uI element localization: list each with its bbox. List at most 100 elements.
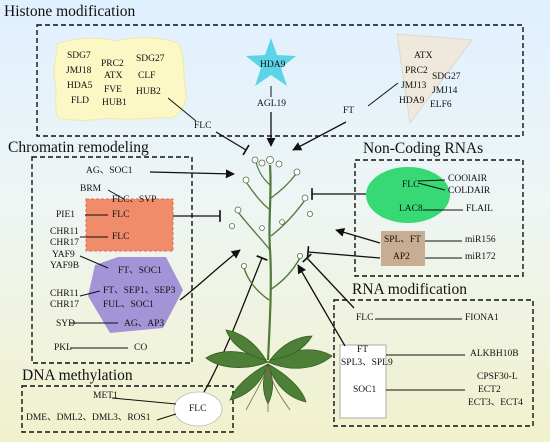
ncrna-section-title: Non-Coding RNAs [363, 140, 484, 157]
histone-cloud-shape [53, 37, 187, 121]
met1-label: MET1 [93, 391, 118, 401]
ncrna-section-box [354, 159, 524, 277]
alkbh10b-label: ALKBH10B [470, 349, 519, 359]
agl19-label: AGL19 [257, 99, 287, 109]
ncrna-flc-label: FLC [402, 180, 420, 190]
ect2-label: ECT2 [478, 385, 501, 395]
flail-label: FLAIL [466, 204, 493, 214]
cloud-label: ATX [104, 71, 123, 81]
dna-section-box [21, 385, 234, 433]
chr-to-ft-sep-line [79, 290, 101, 297]
histone-section-box [36, 24, 524, 137]
cloud-label: SDG27 [136, 54, 165, 64]
histone-triangle-shape [396, 33, 473, 125]
rna-ft-label: FT [357, 345, 369, 355]
ap2-inhibit-line [306, 246, 381, 259]
chromatin-orange-box [85, 198, 174, 252]
cloud-label: FLD [71, 96, 89, 106]
triangle-label: HDA9 [399, 96, 425, 106]
met1-to-flc-line [111, 397, 177, 405]
histone-flc-label: FLC [194, 121, 212, 131]
co-label: CO [134, 343, 148, 353]
cloud-label: HUB1 [102, 98, 127, 108]
rna-soc1-label: SOC1 [353, 385, 377, 395]
dme-label: DME、DML2、DML3、ROS1 [26, 413, 151, 423]
cloud-label: FVE [104, 85, 122, 95]
mir172-label: miR172 [465, 252, 496, 262]
brm-label: BRM [80, 184, 102, 194]
hub2-to-flc-line [167, 97, 197, 122]
chr11-label-b: CHR11 [50, 289, 79, 299]
ft-soc1-label: FT、SOC1 [118, 266, 162, 276]
histone-ft-label: FT [343, 106, 355, 116]
flc-inhibit-flower-line [215, 131, 250, 156]
chromatin-purple-hexagon [88, 257, 183, 333]
triangle-label: ELF6 [430, 100, 452, 110]
dna-flc-ellipse [173, 391, 223, 427]
cloud-label: CLF [138, 71, 156, 81]
mir156-label: miR156 [465, 235, 496, 245]
triangle-label: JMJ13 [401, 81, 427, 91]
yaf9-label: YAF9 [52, 250, 75, 260]
dna-section-title: DNA methylation [22, 367, 133, 384]
orange-flc-label-b: FLC [112, 232, 130, 242]
cooiair-label: COOlAIR [448, 174, 488, 184]
triangle-label: PRC2 [405, 66, 428, 76]
cloud-label: HDA5 [67, 81, 93, 91]
cloud-label: PRC2 [101, 59, 124, 69]
flc-to-cooiair-line [417, 179, 446, 182]
pie1-label: PIE1 [56, 210, 75, 220]
rna-flc-inhibit-line [302, 253, 355, 309]
spl-label: SPL3、SPL9 [341, 358, 393, 368]
orange-flc-label-a: FLC [112, 210, 130, 220]
hda9-star-label: HDA9 [260, 60, 286, 70]
syd-label: SYD [56, 319, 76, 329]
lac8-label: LAC8 [399, 204, 423, 214]
yaf9-to-ft-line [79, 255, 109, 269]
dna-flc-inhibit-line [203, 255, 268, 393]
chromatin-section-box [31, 156, 193, 364]
dna-flc-label: FLC [189, 404, 207, 414]
ag-ap3-label: AG、AP3 [124, 319, 165, 329]
triangle-label: JMJ14 [432, 86, 458, 96]
coldair-label: COLDAIR [448, 186, 491, 196]
flc-to-coldair-line [417, 182, 446, 191]
spl-ft-label: SPL、FT [384, 235, 421, 245]
chr17-label-a: CHR17 [50, 238, 80, 248]
triangle-label: SDG27 [432, 72, 461, 82]
triangle-to-ft-line [367, 82, 399, 107]
ap2-label: AP2 [393, 252, 410, 262]
ft-to-flower-arrow [292, 121, 347, 151]
ect34-label: ECT3、ECT4 [468, 398, 523, 408]
cloud-label: SDG7 [67, 51, 91, 61]
hexagon-to-flower-arrow [179, 249, 241, 301]
ncrna-green-ellipse [366, 167, 450, 223]
arabidopsis-plant-illustration [205, 156, 333, 412]
chr11-label-a: CHR11 [50, 227, 79, 237]
dme-to-flc-line [156, 413, 177, 421]
ft-sep-label: FT、SEP1、SEP3 [103, 286, 176, 296]
rna-flc-label: FLC [356, 313, 374, 323]
flc-svp-label: FLC、SVP [112, 195, 157, 205]
cloud-label: HUB2 [136, 87, 161, 97]
ag-soc1-label: AG、SOC1 [86, 166, 133, 176]
histone-section-title: Histone modification [4, 3, 136, 20]
pkl-label: PKL [54, 343, 72, 353]
chromatin-section-title: Chromatin remodeling [8, 139, 149, 156]
ncrna-tan-box [381, 231, 425, 266]
cpsf30-label: CPSF30-L [477, 372, 518, 382]
ag-soc1-to-flower-arrow [149, 169, 235, 179]
cloud-label: JMJ18 [66, 66, 92, 76]
rna-section-box [333, 299, 534, 427]
yaf9b-label: YAF9B [50, 261, 80, 271]
hda9-star-shape [246, 38, 296, 86]
spl-ft-to-flower-arrow [335, 227, 381, 244]
fiona1-label: FIONA1 [465, 313, 499, 323]
rna-white-box [339, 344, 387, 419]
brm-branch-line [107, 189, 125, 200]
triangle-label: ATX [414, 51, 433, 61]
rna-section-title: RNA modification [352, 281, 467, 298]
ful-soc1-label: FUL、SOC1 [103, 300, 154, 310]
